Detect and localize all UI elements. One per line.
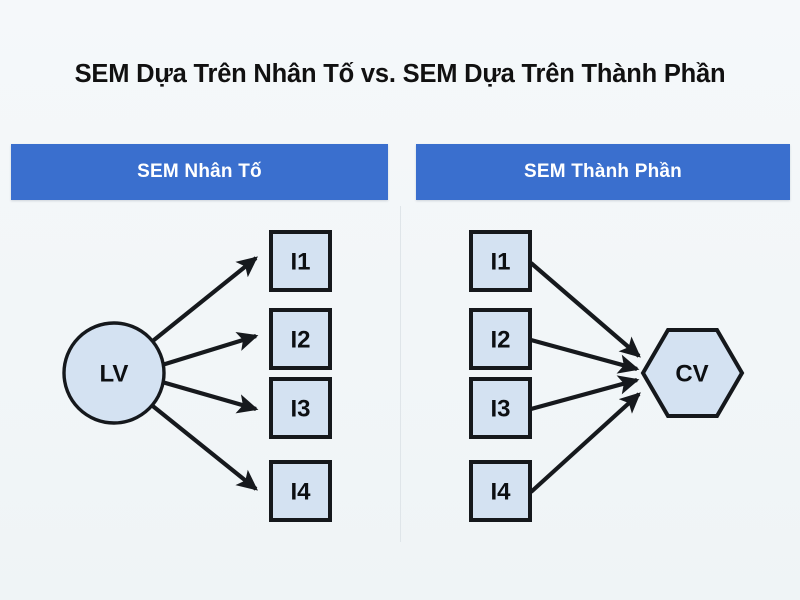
node-right-i1[interactable]: I1 <box>469 230 532 292</box>
left-i3-label: I3 <box>290 396 310 423</box>
panel-divider <box>400 206 401 542</box>
cv-hexagon-shape <box>640 328 745 418</box>
edge-lv-to-i2 <box>161 332 259 368</box>
right-i1-box-shape <box>469 230 532 292</box>
left-i1-label: I1 <box>290 249 310 276</box>
node-cv[interactable]: CV <box>640 328 745 418</box>
edge-i1-to-cv <box>529 261 641 358</box>
right-i3-box-shape <box>469 377 532 439</box>
left-i1-box-shape <box>269 230 332 292</box>
edge-lv-to-i4 <box>147 401 258 491</box>
panel-factor-based: LV I1 I2 I3 I4 <box>62 230 332 522</box>
panel-header-composite-based: SEM Thành Phần <box>416 144 790 200</box>
edge-lv-to-i3 <box>161 379 259 414</box>
edges-composite-based <box>529 261 641 494</box>
node-left-i1[interactable]: I1 <box>269 230 332 292</box>
panel-header-label-factor-based: SEM Nhân Tố <box>137 161 262 182</box>
node-left-i2[interactable]: I2 <box>269 308 332 370</box>
node-left-i4[interactable]: I4 <box>269 460 332 522</box>
left-i2-label: I2 <box>290 327 310 354</box>
right-i1-label: I1 <box>490 249 510 276</box>
right-i2-label: I2 <box>490 327 510 354</box>
right-i2-box-shape <box>469 308 532 370</box>
edge-i2-to-cv <box>530 337 640 374</box>
edges-factor-based <box>147 256 259 491</box>
panel-header-factor-based: SEM Nhân Tố <box>11 144 388 200</box>
left-i2-box-shape <box>269 308 332 370</box>
right-i4-label: I4 <box>490 479 511 506</box>
edge-lv-to-i1 <box>147 256 258 346</box>
edge-i3-to-cv <box>530 375 640 412</box>
lv-label: LV <box>100 361 129 388</box>
edge-i4-to-cv <box>529 392 641 494</box>
lv-circle-shape <box>62 321 166 425</box>
node-right-i3[interactable]: I3 <box>469 377 532 439</box>
left-i4-label: I4 <box>290 479 311 506</box>
page-title: SEM Dựa Trên Nhân Tố vs. SEM Dựa Trên Th… <box>74 60 726 88</box>
right-i4-box-shape <box>469 460 532 522</box>
left-i4-box-shape <box>269 460 332 522</box>
cv-label: CV <box>675 361 708 388</box>
node-right-i2[interactable]: I2 <box>469 308 532 370</box>
node-left-i3[interactable]: I3 <box>269 377 332 439</box>
panel-composite-based: I1 I2 I3 I4 CV <box>469 230 745 522</box>
right-i3-label: I3 <box>490 396 510 423</box>
node-right-i4[interactable]: I4 <box>469 460 532 522</box>
node-lv[interactable]: LV <box>62 321 166 425</box>
panel-header-label-composite-based: SEM Thành Phần <box>524 161 682 182</box>
left-i3-box-shape <box>269 377 332 439</box>
